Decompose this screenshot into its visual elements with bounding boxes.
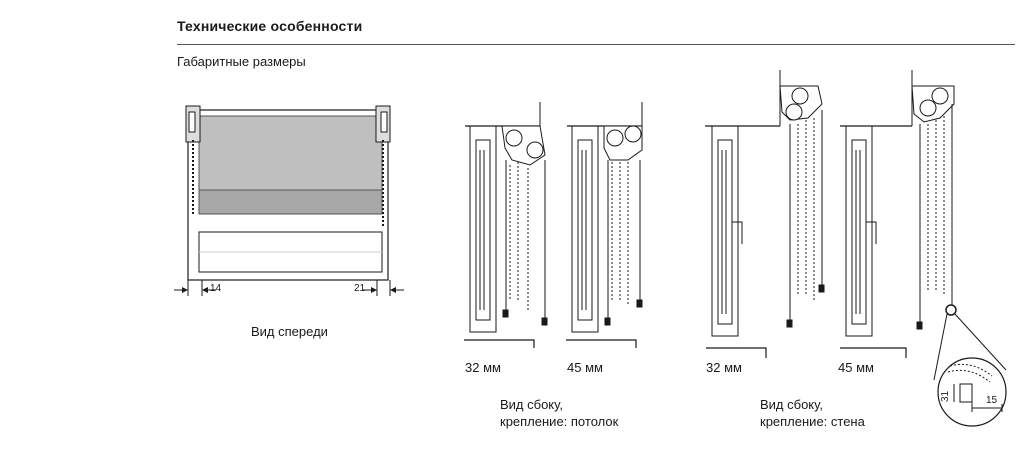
subsection-title: Габаритные размеры [177,54,306,69]
side-wall-45-diagram [840,70,957,358]
ceiling-label-32: 32 мм [465,360,501,375]
front-view-caption: Вид спереди [251,324,328,339]
ceiling-caption-line2: крепление: потолок [500,414,619,429]
wall-caption-line1: Вид сбоку, [760,397,823,412]
side-ceiling-45-diagram [566,102,643,348]
wall-label-32: 32 мм [706,360,742,375]
side-ceiling-32-diagram [464,102,548,348]
section-title: Технические особенности [177,18,363,34]
detail-magnifier-diagram [933,313,1007,427]
wall-caption-line2: крепление: стена [760,414,865,429]
detail-dim-width: 15 [986,395,998,406]
front-dim-left: 14 [210,283,222,294]
front-view-diagram [174,105,404,296]
side-wall-32-diagram [705,70,825,358]
detail-dim-height: 31 [940,390,951,402]
section-divider [177,44,1015,45]
wall-label-45: 45 мм [838,360,874,375]
front-dim-right: 21 [354,283,366,294]
ceiling-caption-line1: Вид сбоку, [500,397,563,412]
ceiling-label-45: 45 мм [567,360,603,375]
